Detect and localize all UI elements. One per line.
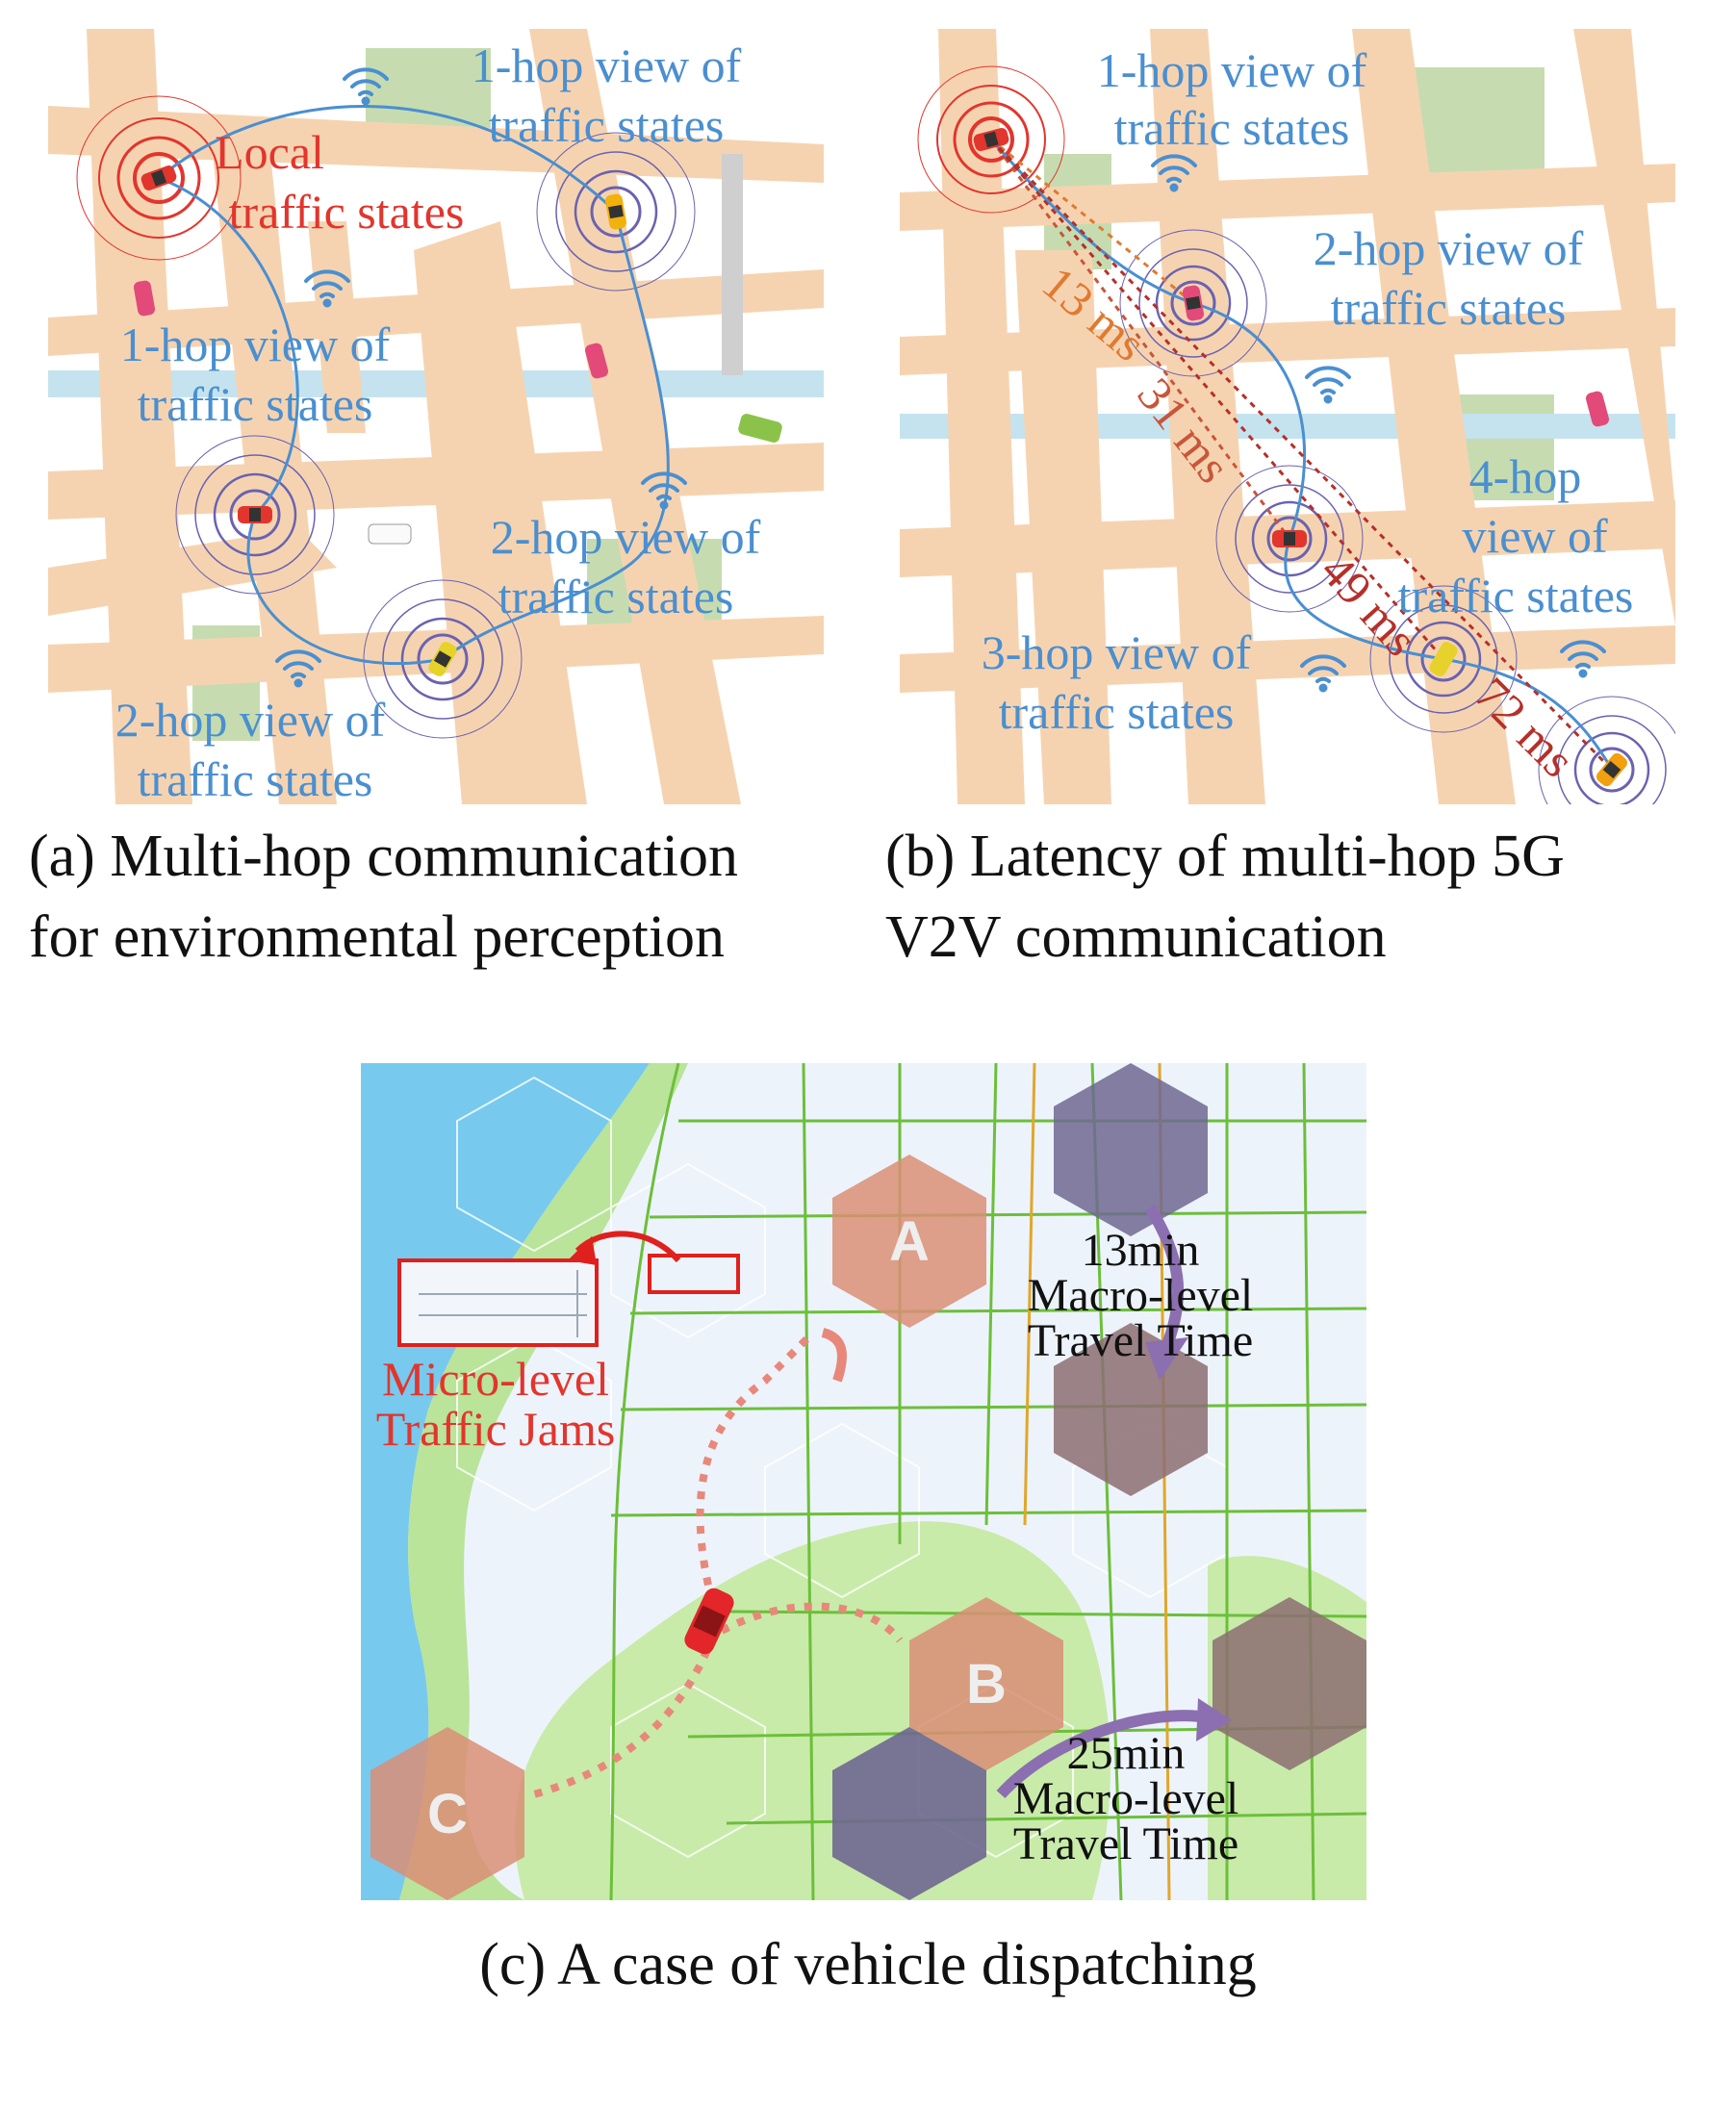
car-hop2 xyxy=(428,642,457,676)
signal-rings-origin xyxy=(917,65,1065,214)
travel-arrow-top xyxy=(1144,1204,1185,1355)
label-hop4-line3: traffic states xyxy=(1398,569,1634,623)
label-hop1-left-line1: 1-hop view of xyxy=(120,318,391,371)
car-pink-left xyxy=(133,280,156,317)
signal-rings-hop2 xyxy=(363,579,523,739)
dispatch-paths xyxy=(532,1330,904,1798)
caption-b-line1: (b) Latency of multi-hop 5G xyxy=(885,824,1565,889)
hex-top-purple xyxy=(1054,1063,1208,1236)
car-origin xyxy=(973,127,1009,152)
travel-top-line3: Travel Time xyxy=(1028,1315,1253,1366)
panel-c-svg: A B C Micro-level Traffic Jams xyxy=(361,1063,1366,1900)
car-hop5 xyxy=(1596,752,1628,787)
label-hop1-left-line2: traffic states xyxy=(138,377,373,431)
travel-bottom-line2: Macro-level xyxy=(1013,1773,1239,1824)
jam-box-small xyxy=(648,1254,740,1294)
label-hop2-bottom-line1: 2-hop view of xyxy=(115,693,386,747)
hex-bottom-purple xyxy=(832,1727,986,1900)
car-hop1-top xyxy=(604,193,627,230)
travel-bottom-line3: Travel Time xyxy=(1013,1818,1238,1869)
hex-grid xyxy=(456,1076,1228,1859)
jam-label-line1: Micro-level xyxy=(382,1352,609,1406)
jam-box-large xyxy=(397,1258,599,1347)
travel-arrow-bottom xyxy=(996,1710,1209,1799)
label-hop3-line1: 3-hop view of xyxy=(982,625,1252,679)
caption-b-line2: V2V communication xyxy=(885,904,1387,970)
panel-c-map: A B C Micro-level Traffic Jams xyxy=(361,1063,1366,1900)
caption-c: (c) A case of vehicle dispatching xyxy=(479,1932,1257,1997)
signal-rings-hop2 xyxy=(1119,229,1267,377)
car-hop1-left xyxy=(238,506,272,523)
car-pink xyxy=(1585,391,1610,427)
car-hop2 xyxy=(1182,285,1205,321)
hex-b xyxy=(909,1597,1063,1770)
travel-top-line1: 13min xyxy=(1082,1225,1200,1276)
jam-detail-lines xyxy=(419,1270,587,1337)
travel-bottom-line1: 25min xyxy=(1067,1728,1186,1779)
panel-a-map: Local traffic states 1-hop view of traff… xyxy=(48,29,824,804)
travel-top-line2: Macro-level xyxy=(1028,1270,1254,1321)
caption-a-line2: for environmental perception xyxy=(29,904,726,970)
river xyxy=(900,414,1675,439)
hex-c xyxy=(370,1727,524,1900)
car-white xyxy=(368,523,412,545)
label-hop2-right-line2: traffic states xyxy=(498,570,734,623)
signal-rings-hop4 xyxy=(1369,585,1518,733)
wifi-icon xyxy=(1151,154,1606,693)
label-hop1-line1: 1-hop view of xyxy=(1097,43,1367,97)
label-hop4-line2: view of xyxy=(1462,509,1608,563)
jam-arrow-head xyxy=(568,1236,597,1265)
signal-rings-hop5 xyxy=(1538,696,1675,804)
car-green xyxy=(738,414,782,443)
hex-a xyxy=(832,1155,986,1328)
label-hop3-line2: traffic states xyxy=(999,685,1235,739)
label-hop2-bottom-line2: traffic states xyxy=(138,752,373,804)
latency-lines xyxy=(989,138,1614,772)
label-local-line2: traffic states xyxy=(229,185,465,239)
travel-arrow-bottom-head xyxy=(1196,1698,1232,1741)
hex-label-c: C xyxy=(427,1783,468,1845)
hex-label-b: B xyxy=(966,1653,1007,1715)
signal-rings-local xyxy=(76,95,242,261)
panel-b-svg: 13 ms 31 ms 49 ms 72 ms 1-hop view of tr… xyxy=(900,29,1675,804)
label-hop4-line1: 4-hop xyxy=(1469,449,1582,503)
hex-label-a: A xyxy=(889,1210,930,1273)
dispatch-arrow-a xyxy=(821,1328,847,1383)
comm-links xyxy=(158,105,670,665)
label-hop1-line2: traffic states xyxy=(1114,101,1350,155)
road-network xyxy=(900,29,1675,804)
car-local xyxy=(140,165,177,191)
label-hop2-line2: traffic states xyxy=(1331,281,1567,335)
car-hop4 xyxy=(1429,642,1458,676)
road-network xyxy=(609,1063,1366,1900)
label-hop1-top-line2: traffic states xyxy=(489,98,725,152)
signal-rings-hop1-left xyxy=(175,435,335,595)
hex-right-mauve xyxy=(1213,1597,1366,1770)
wifi-icon xyxy=(275,67,687,688)
label-hop2-line1: 2-hop view of xyxy=(1314,221,1584,275)
dispatch-vehicle-icon xyxy=(684,1588,734,1655)
panel-a-svg: Local traffic states 1-hop view of traff… xyxy=(48,29,824,804)
label-local-line1: Local xyxy=(215,125,324,179)
gray-road xyxy=(722,154,743,375)
travel-arrow-top-head xyxy=(1145,1337,1188,1381)
car-pink xyxy=(584,343,609,379)
label-hop2-right-line1: 2-hop view of xyxy=(491,510,761,564)
car-hop3 xyxy=(1272,530,1307,547)
signal-rings-hop3 xyxy=(1215,465,1364,613)
label-hop1-top-line1: 1-hop view of xyxy=(472,38,742,92)
caption-a-line1: (a) Multi-hop communication xyxy=(29,824,738,889)
jam-label-line2: Traffic Jams xyxy=(376,1402,616,1456)
panel-b-map: 13 ms 31 ms 49 ms 72 ms 1-hop view of tr… xyxy=(900,29,1675,804)
signal-rings-hop1-top xyxy=(536,132,696,292)
